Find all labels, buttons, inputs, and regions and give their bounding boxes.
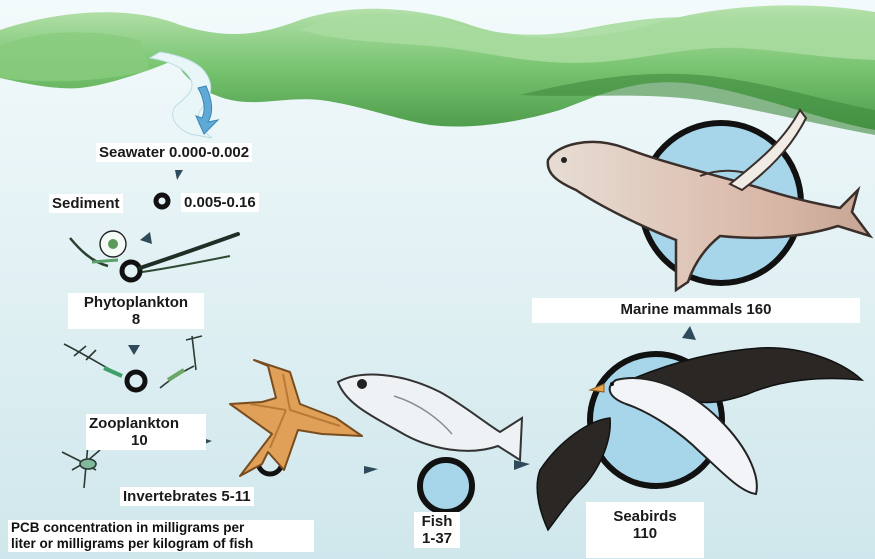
seawater-label: Seawater 0.000-0.002 — [96, 143, 252, 162]
pcb-units-note: PCB concentration in milligrams per lite… — [8, 520, 314, 552]
fish-label: Fish 1-37 — [414, 512, 460, 548]
sediment-value: 0.005-0.16 — [181, 193, 259, 212]
seabirds-label: Seabirds 110 — [586, 502, 704, 558]
phytoplankton-label: Phytoplankton 8 — [68, 293, 204, 329]
zooplankton-label: Zooplankton 10 — [86, 414, 206, 450]
sediment-label: Sediment — [49, 194, 123, 213]
invertebrates-label: Invertebrates 5-11 — [120, 487, 254, 506]
marine-mammals-label: Marine mammals 160 — [532, 298, 860, 323]
